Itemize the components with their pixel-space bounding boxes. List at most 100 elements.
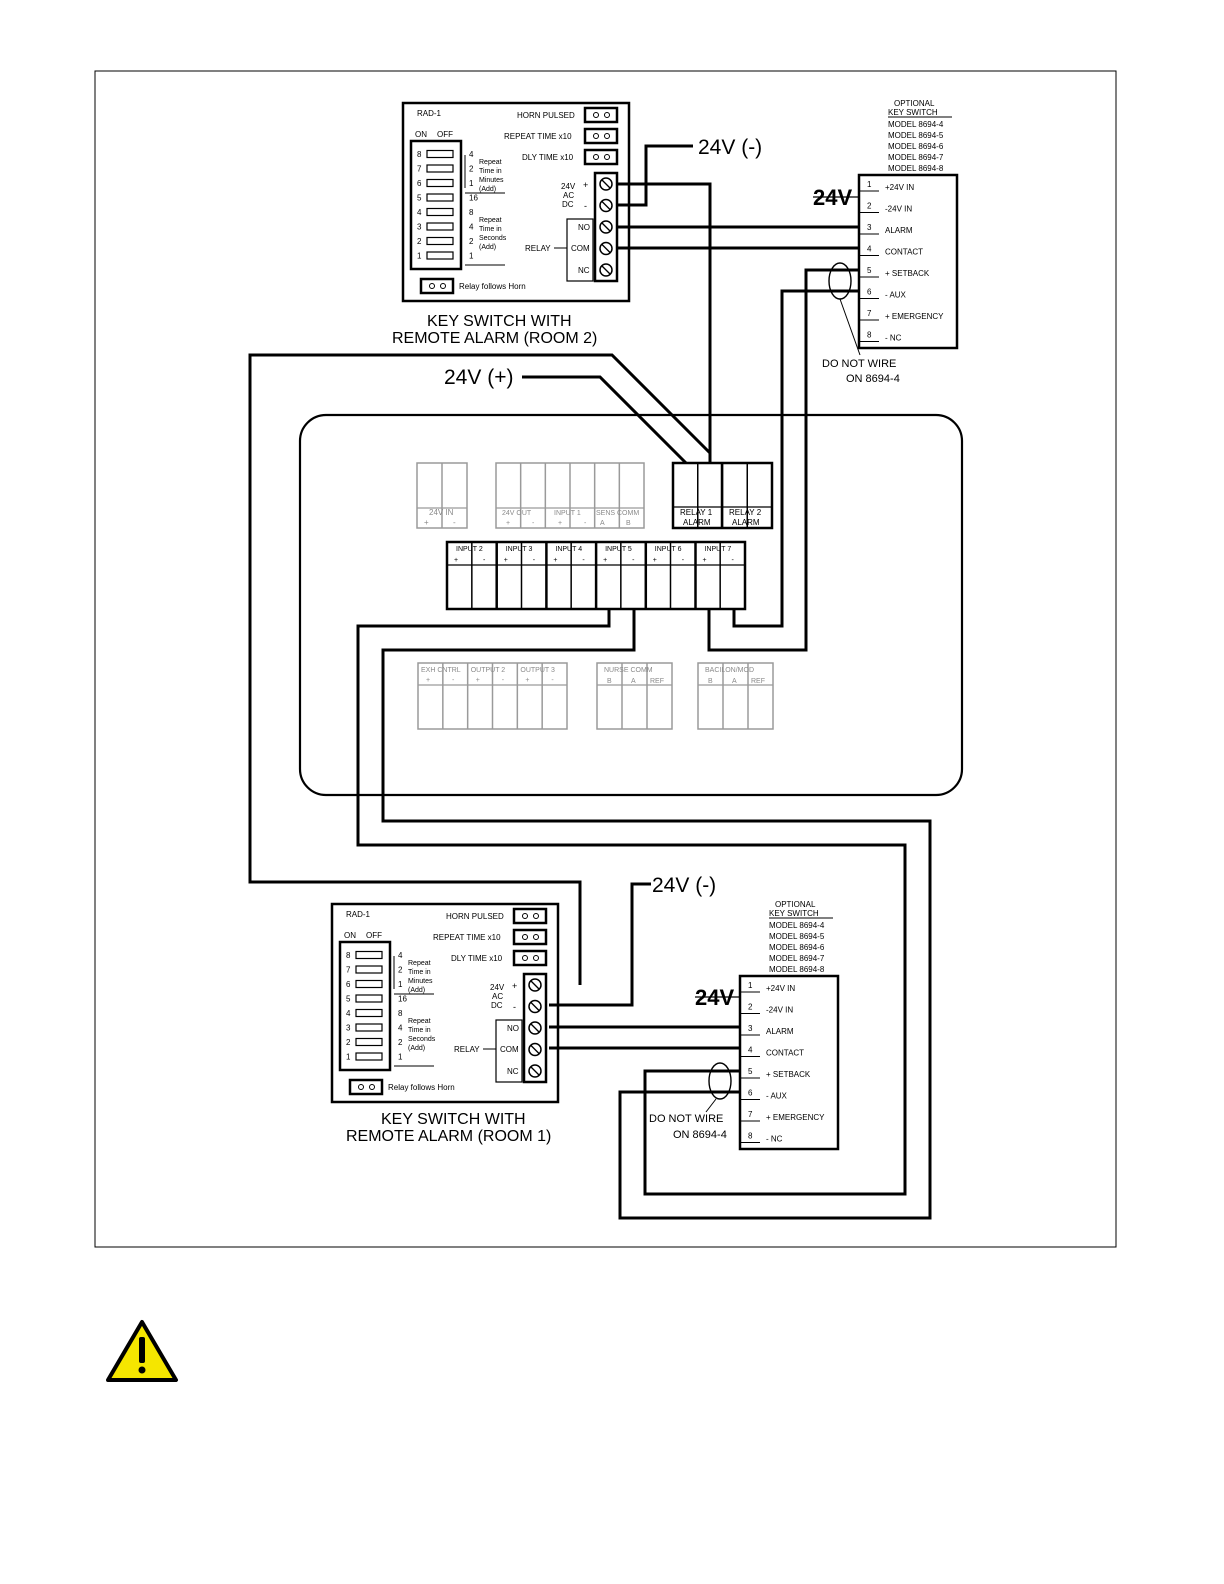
wire-24v-pos	[522, 375, 688, 465]
ks-optional-label: OPTIONAL	[775, 900, 816, 909]
relay-contact-box	[495, 1019, 523, 1083]
input-plus: +	[703, 557, 707, 564]
ks-optional-label: OPTIONAL	[894, 99, 935, 108]
output-sub: +	[476, 677, 480, 684]
comm-label: BACILON/MOD	[705, 667, 754, 674]
comm-sub: B	[708, 678, 713, 685]
relay-contact-box	[566, 218, 594, 282]
dip-value: 1	[398, 1053, 403, 1062]
dip-value: 16	[398, 995, 407, 1004]
diagram-frame	[94, 70, 1117, 1248]
plus-label: +	[512, 981, 517, 991]
jumper-pin	[533, 955, 539, 961]
dip-on-label: ON	[344, 931, 356, 940]
comm-sub: REF	[650, 678, 664, 685]
terminal-sub: +	[424, 518, 429, 527]
terminal-slot	[601, 222, 611, 232]
relay-follows-jumper	[419, 277, 455, 295]
ks-term-label: ALARM	[766, 1027, 794, 1036]
wire-r1-setback	[356, 608, 907, 1196]
terminal-sub: B	[626, 520, 631, 527]
ks-term-label: - AUX	[885, 291, 907, 300]
jumper-pin	[604, 154, 610, 160]
dip-switch-block	[338, 940, 392, 1072]
terminal-screw	[528, 1021, 542, 1035]
minus-label: -	[513, 1002, 516, 1012]
ks-model-label: MODEL 8694-5	[888, 131, 944, 140]
dip-number: 4	[417, 208, 422, 217]
terminal-slot	[530, 1023, 540, 1033]
dip-value: 8	[398, 1009, 403, 1018]
relay-no-label: NO	[507, 1024, 519, 1033]
warning-triangle-icon	[106, 1320, 178, 1382]
terminal-label-24v-in: 24V IN	[429, 508, 454, 517]
ks-term-label: - NC	[766, 1135, 783, 1144]
horn-pulsed-label: HORN PULSED	[446, 912, 504, 921]
terminal-sub: -	[532, 520, 535, 527]
terminal-screw	[528, 1064, 542, 1078]
caption-room1-line1: KEY SWITCH WITH	[381, 1111, 526, 1128]
ks-term-label: - NC	[885, 334, 902, 343]
jumper-pin	[522, 955, 528, 961]
relay-com-label: COM	[500, 1045, 519, 1054]
relay-1-label: RELAY 1	[680, 508, 713, 517]
jumper-pin	[533, 913, 539, 919]
supply-dc-label: DC	[562, 200, 574, 209]
ks-model-label: MODEL 8694-6	[888, 142, 944, 151]
output-sub: -	[452, 677, 455, 684]
repeat-minutes-text: Minutes	[408, 978, 433, 985]
dip-switch	[426, 207, 454, 217]
repeat-minutes-text: Repeat	[408, 960, 431, 967]
dip-value: 2	[398, 966, 403, 975]
caption-room2-line1: KEY SWITCH WITH	[427, 313, 572, 330]
relay-nc-label: NC	[507, 1067, 519, 1076]
supply-24v-label: 24V	[490, 983, 505, 992]
terminal-comm	[697, 662, 774, 730]
output-sub: -	[551, 677, 554, 684]
ks-term-label: - AUX	[766, 1092, 788, 1101]
output-label: OUTPUT 2	[471, 667, 506, 674]
repeat-seconds-text: Repeat	[479, 217, 502, 224]
plus-label: +	[583, 180, 588, 190]
ks-term-number: 5	[867, 266, 872, 275]
dip-number: 8	[417, 150, 422, 159]
jumper-pin	[522, 934, 528, 940]
dip-switch	[426, 222, 454, 231]
dip-value: 4	[398, 1024, 403, 1033]
dip-switch	[426, 178, 454, 188]
ks-term-number: 2	[867, 202, 872, 211]
do-not-wire-text-room1-1: DO NOT WIRE	[649, 1113, 723, 1125]
terminal-comm	[596, 662, 673, 730]
jumper-block	[512, 928, 548, 946]
dip-number: 8	[346, 951, 351, 960]
terminal-screw	[528, 999, 542, 1014]
repeat-time-label: REPEAT TIME x10	[504, 132, 572, 141]
ks-term-label: + EMERGENCY	[885, 312, 944, 321]
do-not-wire-pointer-room1	[705, 1098, 717, 1113]
dip-number: 6	[417, 179, 422, 188]
ks-model-label: MODEL 8694-7	[769, 954, 825, 963]
dip-switch	[426, 164, 454, 173]
dip-value: 2	[469, 237, 474, 246]
dip-number: 3	[417, 223, 422, 232]
jumper-pin	[533, 934, 539, 940]
relay-follows-label: Relay follows Horn	[459, 282, 526, 291]
dip-number: 1	[417, 252, 422, 261]
repeat-seconds-text: Seconds	[479, 235, 507, 242]
relay-label: RELAY	[454, 1045, 480, 1054]
repeat-minutes-text: (Add)	[479, 186, 496, 193]
jumper-pin	[593, 133, 599, 139]
ks-term-number: 6	[748, 1089, 753, 1098]
repeat-minutes-text: Time in	[479, 168, 502, 175]
ks-term-label: -24V IN	[885, 205, 912, 214]
horn-pulsed-label: HORN PULSED	[517, 111, 575, 120]
ks-term-number: 3	[867, 223, 872, 232]
repeat-minutes-text: Time in	[408, 969, 431, 976]
supply-dc-label: DC	[491, 1001, 503, 1010]
terminal-screw	[528, 978, 542, 992]
dip-switch	[426, 149, 454, 159]
dip-number: 7	[346, 966, 351, 975]
